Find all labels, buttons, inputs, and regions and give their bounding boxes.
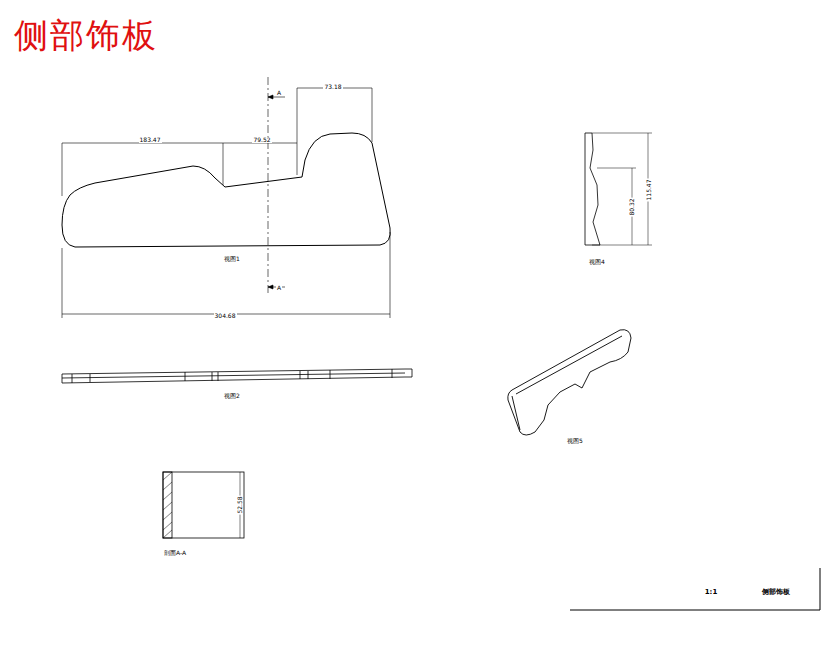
scale-value: 1:1 bbox=[705, 589, 718, 596]
section-mark: A bbox=[276, 90, 282, 96]
view-label: 视图1 bbox=[223, 256, 241, 262]
dimension-lines bbox=[62, 77, 390, 318]
isometric-view bbox=[508, 330, 631, 435]
view-label: 剖面A-A bbox=[163, 550, 187, 556]
dimension: 304.68 bbox=[214, 313, 237, 319]
dimension: 115.47 bbox=[645, 179, 651, 202]
title-block bbox=[570, 568, 820, 610]
end-view bbox=[585, 133, 652, 245]
main-view bbox=[62, 133, 390, 247]
section-view bbox=[163, 472, 244, 538]
section-mark: A bbox=[276, 285, 282, 291]
dimension: 80.32 bbox=[629, 197, 635, 216]
sheet-title: 侧部饰板 bbox=[14, 18, 158, 52]
panel-outline bbox=[62, 133, 390, 247]
view-label: 视图2 bbox=[223, 393, 241, 399]
dimension: 73.18 bbox=[323, 84, 342, 90]
view-label: 视图4 bbox=[588, 259, 606, 265]
side-view bbox=[62, 369, 412, 383]
dimension: 79.52 bbox=[252, 137, 271, 143]
dimension: 52.58 bbox=[237, 495, 243, 514]
part-name: 侧部饰板 bbox=[762, 589, 790, 596]
dimension: 183.47 bbox=[139, 137, 162, 143]
view-label: 视图5 bbox=[566, 438, 584, 444]
